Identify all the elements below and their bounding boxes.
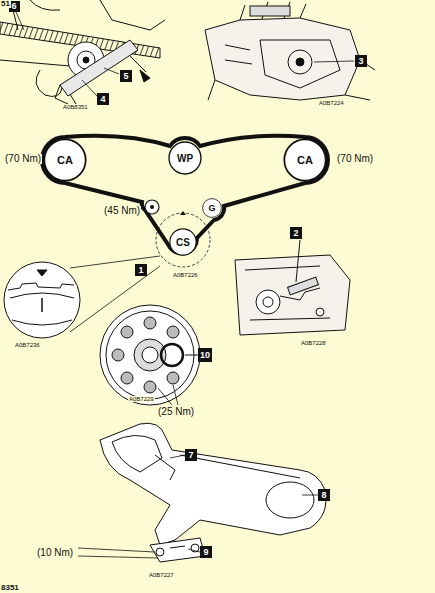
- pulley: CS: [169, 228, 197, 256]
- callout-text: 1: [138, 265, 143, 275]
- callout-text: 3: [358, 56, 363, 66]
- pulley-label: CS: [176, 237, 190, 248]
- callout-number: 7: [185, 449, 197, 461]
- figure-code: A0B7226: [172, 272, 199, 278]
- torque-value: (45 Nm): [103, 206, 141, 216]
- callout-text: 8: [321, 490, 326, 500]
- torque-value: (70 Nm): [4, 154, 42, 164]
- figure-code: 8351: [0, 584, 20, 592]
- callout-number: 10: [198, 348, 212, 362]
- callout-text: 7: [188, 450, 193, 460]
- pulley: G: [202, 198, 222, 218]
- pulley: CA: [43, 138, 87, 182]
- pulley: WP: [168, 141, 202, 175]
- figure-code: A0B7224: [318, 100, 345, 106]
- callout-text: 5: [123, 71, 128, 81]
- torque-value: (10 Nm): [36, 548, 74, 558]
- callout-number: 5: [120, 70, 132, 82]
- callout-text: 9: [203, 547, 208, 557]
- callout-number: 3: [355, 55, 367, 67]
- pulley-label: CA: [57, 154, 73, 166]
- figure-code: A0B8351: [62, 104, 89, 110]
- callout-number: 9: [200, 546, 212, 558]
- figure-code: 51: [0, 0, 11, 8]
- callout-number: 8: [318, 489, 330, 501]
- figure-code: A0B7229: [128, 396, 155, 402]
- figure-code: A0B7228: [300, 340, 327, 346]
- callout-text: 4: [100, 94, 105, 104]
- callout-text: 6: [11, 1, 16, 11]
- torque-value: (70 Nm): [336, 154, 374, 164]
- pulley-label: WP: [177, 153, 193, 164]
- callout-number: 1: [135, 264, 147, 276]
- callout-text: 10: [200, 350, 210, 360]
- pulley: CA: [283, 138, 327, 182]
- figure-code: A0B7236: [14, 342, 41, 348]
- callout-number: 2: [290, 227, 302, 239]
- torque-value: (25 Nm): [157, 407, 195, 417]
- callout-number: 4: [97, 93, 109, 105]
- figure-code: A0B7227: [148, 572, 175, 578]
- callout-text: 2: [293, 228, 298, 238]
- pulley-label: CA: [297, 154, 313, 166]
- pulley-label: G: [208, 203, 215, 213]
